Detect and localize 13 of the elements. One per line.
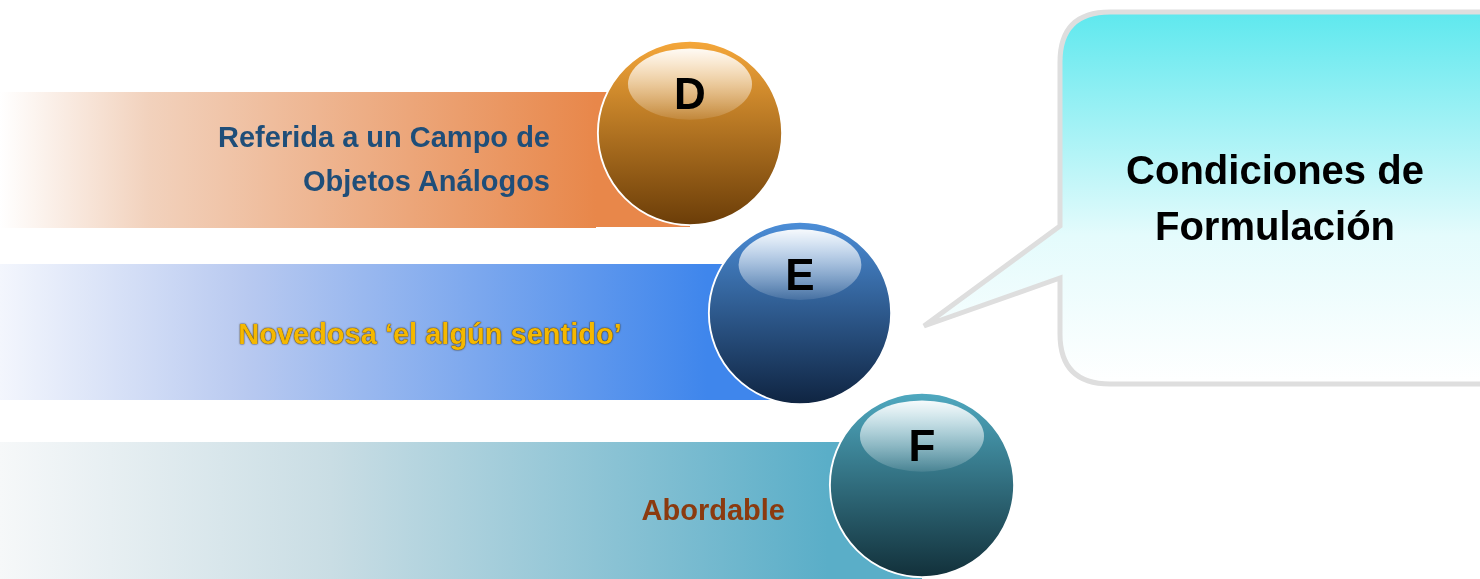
- band-label: Novedosa ‘el algún sentido’: [237, 317, 623, 352]
- bubble-title: Condiciones de Formulación: [1125, 147, 1425, 250]
- sphere-letter: D: [673, 69, 707, 119]
- band-label: Abordable: [640, 493, 785, 528]
- band-label: Referida a un Campo de Objetos Análogos: [217, 120, 550, 199]
- sphere: [828, 391, 1016, 579]
- sphere-letter: F: [907, 421, 937, 471]
- sphere: [596, 39, 784, 227]
- sphere-letter: E: [784, 250, 816, 300]
- speech-bubble: [920, 8, 1480, 388]
- sphere: [707, 220, 893, 406]
- gradient-band: [0, 264, 707, 400]
- gradient-band: [0, 442, 828, 579]
